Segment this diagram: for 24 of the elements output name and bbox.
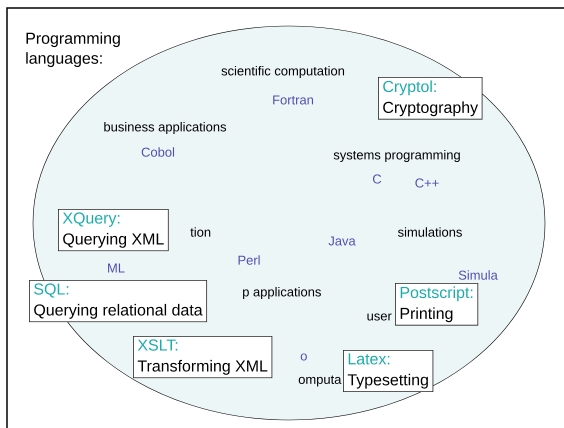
language-label: Java bbox=[328, 236, 356, 246]
language-box: Postscript: Printing bbox=[395, 283, 478, 326]
domain-label: systems programming bbox=[334, 150, 460, 162]
language-label: o bbox=[300, 353, 307, 361]
title: Programming languages: bbox=[26, 32, 120, 67]
language-box: Cryptol: Cryptography bbox=[378, 77, 482, 120]
domain-label: business applications bbox=[104, 122, 226, 134]
domain-label: scientific computation bbox=[221, 66, 344, 78]
language-box: SQL: Querying relational data bbox=[29, 280, 208, 322]
language-label: Fortran bbox=[273, 96, 314, 105]
domain-label: omputa bbox=[298, 375, 342, 387]
language-box: Latex: Typesetting bbox=[343, 350, 434, 392]
language-label: Cobol bbox=[142, 147, 174, 157]
domain-label: p applications bbox=[243, 286, 321, 300]
language-box: XQuery: Querying XML bbox=[58, 209, 169, 252]
language-label: C bbox=[372, 174, 382, 184]
domain-label: tion bbox=[190, 227, 210, 237]
language-label: Perl bbox=[238, 255, 260, 265]
language-label: C++ bbox=[415, 178, 439, 188]
domain-label: user bbox=[367, 313, 392, 321]
language-box: XSLT: Transforming XML bbox=[133, 336, 272, 378]
language-label: Simula bbox=[458, 270, 498, 280]
language-label: ML bbox=[108, 264, 125, 272]
domain-label: simulations bbox=[398, 227, 462, 237]
